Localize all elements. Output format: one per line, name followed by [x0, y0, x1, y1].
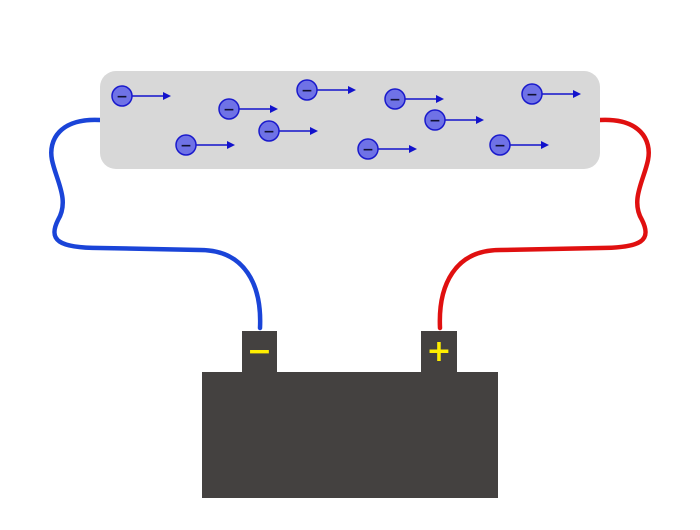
electron-circle — [424, 109, 446, 131]
electron-circle — [258, 120, 280, 142]
electron-charge-sign: − — [429, 113, 441, 129]
positive-wire — [437, 117, 651, 331]
velocity-arrowhead — [573, 90, 581, 98]
battery: − + — [202, 331, 498, 498]
velocity-arrowhead — [310, 127, 318, 135]
electron-charge-sign: − — [526, 87, 538, 103]
electron-charge-sign: − — [389, 92, 401, 108]
velocity-arrowhead — [409, 145, 417, 153]
electron: − — [218, 98, 278, 120]
electron: − — [521, 83, 581, 105]
electron-circle — [218, 98, 240, 120]
electron-circle — [489, 134, 511, 156]
electron-charge-sign: − — [362, 142, 374, 158]
velocity-arrowhead — [541, 141, 549, 149]
electron: − — [296, 79, 356, 101]
electron-charge-sign: − — [116, 89, 128, 105]
electron: − — [357, 138, 417, 160]
electron: − — [111, 85, 171, 107]
electron: − — [489, 134, 549, 156]
positive-sign: + — [426, 334, 451, 369]
positive-terminal — [421, 331, 457, 373]
electron-charge-sign: − — [263, 124, 275, 140]
electron-circle — [384, 88, 406, 110]
velocity-arrowhead — [476, 116, 484, 124]
conductor-bar — [100, 71, 600, 169]
velocity-arrowhead — [348, 86, 356, 94]
electron-charge-sign: − — [494, 138, 506, 154]
electron-circle — [111, 85, 133, 107]
electron-charge-sign: − — [223, 102, 235, 118]
electron: − — [175, 134, 235, 156]
electron-circle — [521, 83, 543, 105]
velocity-arrowhead — [270, 105, 278, 113]
negative-terminal — [242, 331, 277, 373]
electrons-group: − − − − − − − − − − — [111, 79, 581, 160]
electron: − — [258, 120, 318, 142]
electron-circle — [296, 79, 318, 101]
electron-circle — [175, 134, 197, 156]
electron-circle — [357, 138, 379, 160]
velocity-arrowhead — [227, 141, 235, 149]
electron-charge-sign: − — [180, 138, 192, 154]
negative-sign: − — [247, 334, 272, 369]
velocity-arrowhead — [436, 95, 444, 103]
negative-wire — [49, 117, 263, 331]
velocity-arrowhead — [163, 92, 171, 100]
battery-body — [202, 372, 498, 498]
electron: − — [384, 88, 444, 110]
electron-charge-sign: − — [301, 83, 313, 99]
electron: − — [424, 109, 484, 131]
